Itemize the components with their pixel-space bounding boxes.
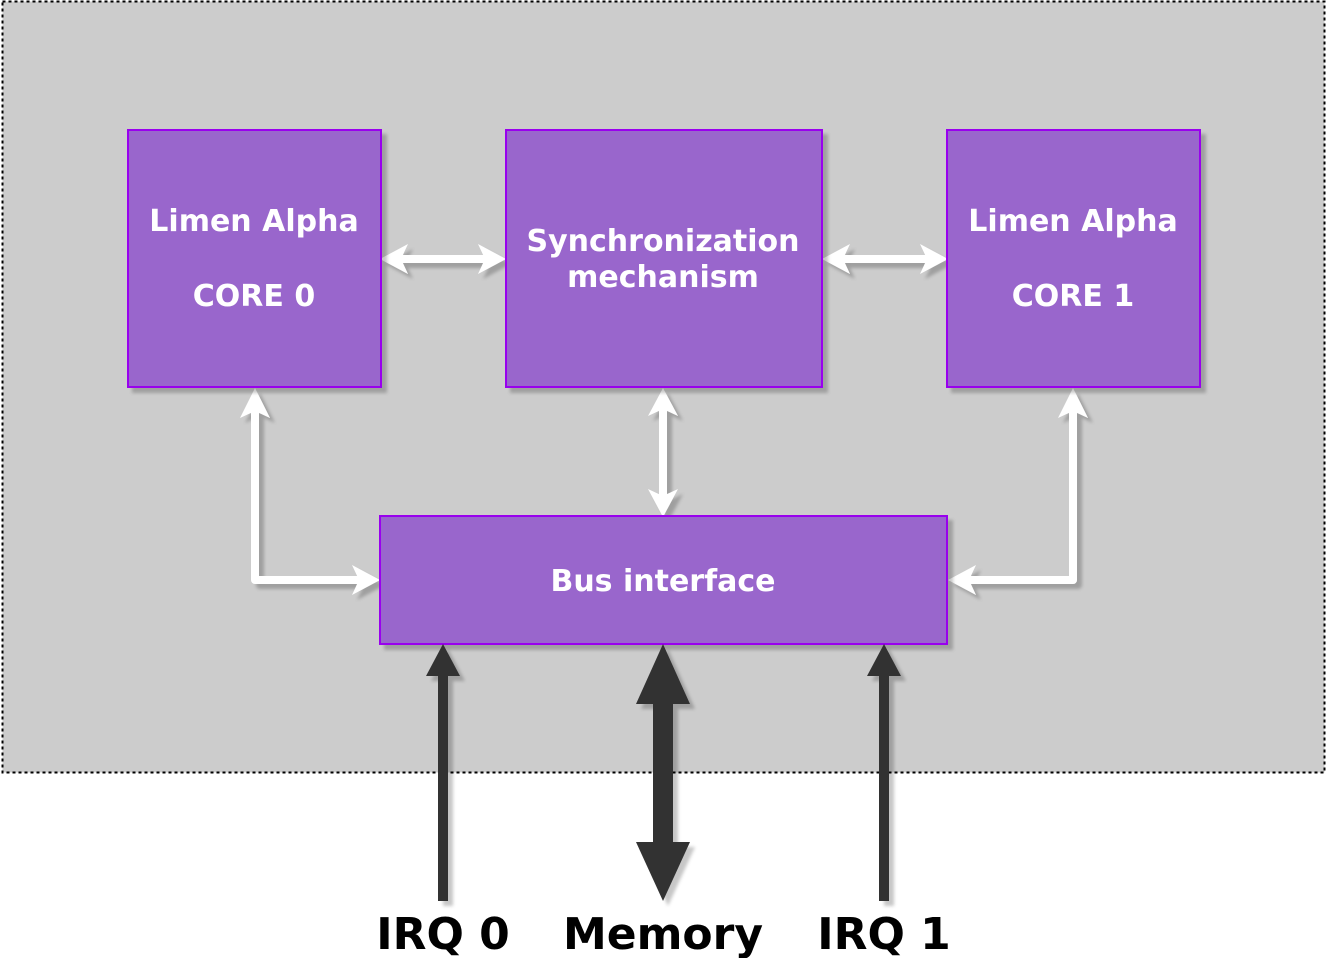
core1-title: Limen Alpha [968, 204, 1177, 239]
arrow-irq0 [426, 644, 460, 901]
core0-title: Limen Alpha [149, 204, 358, 239]
block-core0: Limen Alpha CORE 0 [127, 129, 382, 388]
sync-subtitle: mechanism [567, 260, 759, 295]
arrow-core0-bus [240, 388, 380, 595]
arrow-irq1 [867, 644, 901, 901]
block-core1: Limen Alpha CORE 1 [946, 129, 1201, 388]
arrow-core1-bus [948, 388, 1088, 595]
label-memory: Memory [563, 909, 763, 958]
external-connectors [426, 644, 901, 901]
arrow-core0-sync [380, 244, 506, 274]
arrow-sync-core1 [822, 244, 948, 274]
block-sync: Synchronization mechanism [505, 129, 823, 388]
arrow-sync-bus [648, 388, 678, 517]
internal-connectors [240, 244, 1088, 595]
arrow-memory [636, 644, 690, 901]
block-bus: Bus interface [379, 515, 948, 645]
label-irq0: IRQ 0 [376, 909, 510, 958]
sync-title: Synchronization [526, 224, 799, 259]
bus-label: Bus interface [550, 564, 775, 599]
core1-subtitle: CORE 1 [1012, 279, 1134, 314]
core0-subtitle: CORE 0 [193, 279, 315, 314]
label-irq1: IRQ 1 [817, 909, 951, 958]
